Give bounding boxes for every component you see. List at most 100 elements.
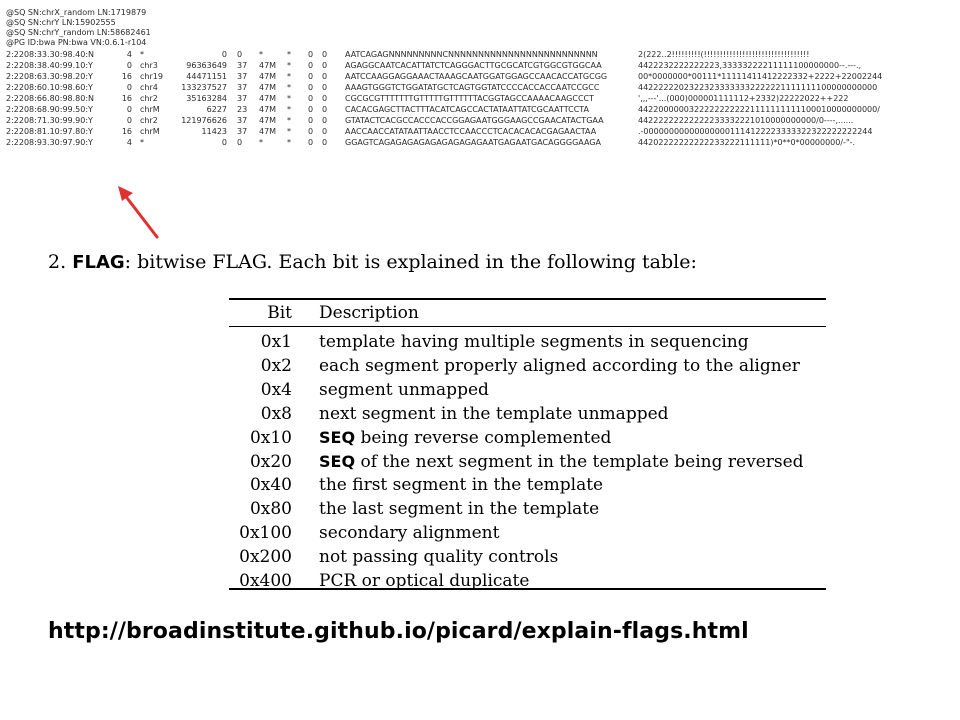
flag-bit-value: 0x1 bbox=[260, 332, 292, 352]
sam-header-line: @SQ SN:chrY_random LN:58682461 bbox=[6, 28, 151, 37]
sam-field: 2:2208:71.30:99.90:Y bbox=[6, 116, 93, 125]
sam-field: chr4 bbox=[140, 83, 158, 92]
sam-field: * bbox=[287, 127, 291, 136]
flag-description-text: secondary alignment bbox=[319, 523, 500, 544]
flag-table-row: 0x20 SEQ of the next segment in the templ… bbox=[229, 450, 826, 474]
sam-field: * bbox=[259, 138, 263, 147]
sam-field: * bbox=[287, 94, 291, 103]
sam-field: 0 bbox=[322, 116, 328, 125]
flag-description: template having multiple segments in seq… bbox=[319, 330, 749, 354]
sam-field: 37 bbox=[237, 94, 248, 103]
section-heading: 2. FLAG: bitwise FLAG. Each bit is expla… bbox=[48, 251, 697, 273]
flag-bit-value: 0x80 bbox=[249, 499, 292, 520]
sam-field: AATCAGAGNNNNNNNNNCNNNNNNNNNNNNNNNNNNNNNN… bbox=[345, 50, 598, 59]
sam-field: 0 bbox=[308, 50, 314, 59]
flag-description: SEQ of the next segment in the template … bbox=[319, 450, 804, 474]
sam-field: GTATACTCACGCCACCCACCGGAGAATGGGAAGCCGAACA… bbox=[345, 116, 604, 125]
sam-field: 0 bbox=[126, 83, 132, 92]
flag-term: FLAG bbox=[72, 252, 125, 273]
sam-field: 2:2208:38.40:99.10:Y bbox=[6, 61, 93, 70]
sam-field: 4 bbox=[126, 138, 132, 147]
sam-field: 6227 bbox=[206, 105, 227, 114]
sam-field: 2:2208:66.80:98.80:N bbox=[6, 94, 95, 103]
sam-field: .-00000000000000000111412222333332232222… bbox=[638, 127, 873, 136]
sam-field: ',,,---'...(000)000001111112+2332)222220… bbox=[638, 94, 849, 103]
sam-field: * bbox=[287, 116, 291, 125]
sam-field: 0 bbox=[322, 127, 328, 136]
sam-field: AGAGGCAATCACATTATCTCAGGGACTTGCGCATCGTGGC… bbox=[345, 61, 602, 70]
sam-field: 37 bbox=[237, 83, 248, 92]
flag-bit-value: 0x40 bbox=[249, 475, 292, 496]
sam-header-line: @SQ SN:chrX_random LN:1719879 bbox=[6, 8, 147, 17]
sam-field: 2:2208:81.10:97.80:Y bbox=[6, 127, 93, 136]
sam-field: 0 bbox=[322, 72, 328, 81]
sam-file-snippet: @SQ SN:chrX_random LN:1719879@SQ SN:chrY… bbox=[6, 8, 896, 194]
sam-field: 47M bbox=[259, 94, 277, 103]
flag-table-row: 0x40 the first segment in the template bbox=[229, 473, 826, 497]
sam-field: 44471151 bbox=[186, 72, 227, 81]
table-bottom-rule bbox=[229, 588, 826, 590]
seq-term: SEQ bbox=[319, 451, 356, 471]
sam-field: 16 bbox=[121, 94, 132, 103]
flag-description: segment unmapped bbox=[319, 378, 489, 402]
flag-description: next segment in the template unmapped bbox=[319, 402, 669, 426]
sam-field: 16 bbox=[121, 127, 132, 136]
sam-field: 0 bbox=[126, 105, 132, 114]
sam-field: 4 bbox=[126, 50, 132, 59]
section-number: 2. bbox=[48, 251, 67, 273]
sam-field: 47M bbox=[259, 61, 277, 70]
sam-field: * bbox=[140, 50, 144, 59]
sam-field: 47M bbox=[259, 116, 277, 125]
sam-field: 47M bbox=[259, 105, 277, 114]
sam-field: 37 bbox=[237, 72, 248, 81]
flag-bit-value: 0x20 bbox=[249, 451, 292, 472]
sam-field: 96363649 bbox=[186, 61, 227, 70]
flag-description-text: template having multiple segments in seq… bbox=[319, 332, 749, 352]
sam-field: 0 bbox=[322, 105, 328, 114]
sam-header-line: @PG ID:bwa PN:bwa VN:0.6.1-r104 bbox=[6, 38, 147, 47]
sam-field: * bbox=[287, 72, 291, 81]
sam-field: 2(222..2!!!!!!!!!(!!!!!!!!!!!!!!!!!!!!!!… bbox=[638, 50, 810, 59]
sam-field: chr2 bbox=[140, 116, 158, 125]
sam-field: CACACGAGCTTACTTTACATCAGCCACTATAATTATCGCA… bbox=[345, 105, 590, 114]
red-arrow-annotation bbox=[118, 186, 159, 239]
sam-field: 16 bbox=[121, 72, 132, 81]
flag-description: not passing quality controls bbox=[319, 545, 558, 569]
sam-field: 0 bbox=[221, 50, 227, 59]
sam-field: * bbox=[287, 61, 291, 70]
sam-field: 44202222222222233222111111)*0**0*0000000… bbox=[638, 138, 856, 147]
sam-field: 0 bbox=[322, 138, 328, 147]
flag-description-text: the first segment in the template bbox=[319, 475, 604, 496]
table-header-rule bbox=[229, 326, 826, 327]
flag-description-text: next segment in the template unmapped bbox=[319, 403, 669, 424]
flag-description-text: not passing quality controls bbox=[319, 547, 559, 568]
sam-field: GGAGTCAGAGAGAGAGAGAGAGAGAATGAGAATGACAGGG… bbox=[345, 138, 601, 147]
sam-field: 4422222202322323333333222222111111110000… bbox=[638, 83, 878, 92]
sam-field: 133237527 bbox=[181, 83, 227, 92]
flag-description-text: each segment properly aligned according … bbox=[319, 355, 800, 376]
flag-description-text: segment unmapped bbox=[319, 379, 489, 400]
sam-field: AACCAACCATATAATTAACCTCCAACCCTCACACACACGA… bbox=[345, 127, 597, 136]
sam-field: 0 bbox=[322, 83, 328, 92]
flag-description-text: PCR or optical duplicate bbox=[319, 571, 530, 591]
flag-description: the last segment in the template bbox=[319, 497, 599, 521]
sam-field: * bbox=[140, 138, 144, 147]
sam-field: * bbox=[287, 83, 291, 92]
flag-table-row: 0x200 not passing quality controls bbox=[229, 545, 826, 569]
sam-header-line: @SQ SN:chrY LN:15902555 bbox=[6, 18, 116, 27]
sam-field: chrM bbox=[140, 127, 160, 136]
flag-bit-value: 0x200 bbox=[239, 547, 292, 568]
flag-description-text: of the next segment in the template bein… bbox=[355, 451, 804, 472]
sam-field: 37 bbox=[237, 61, 248, 70]
